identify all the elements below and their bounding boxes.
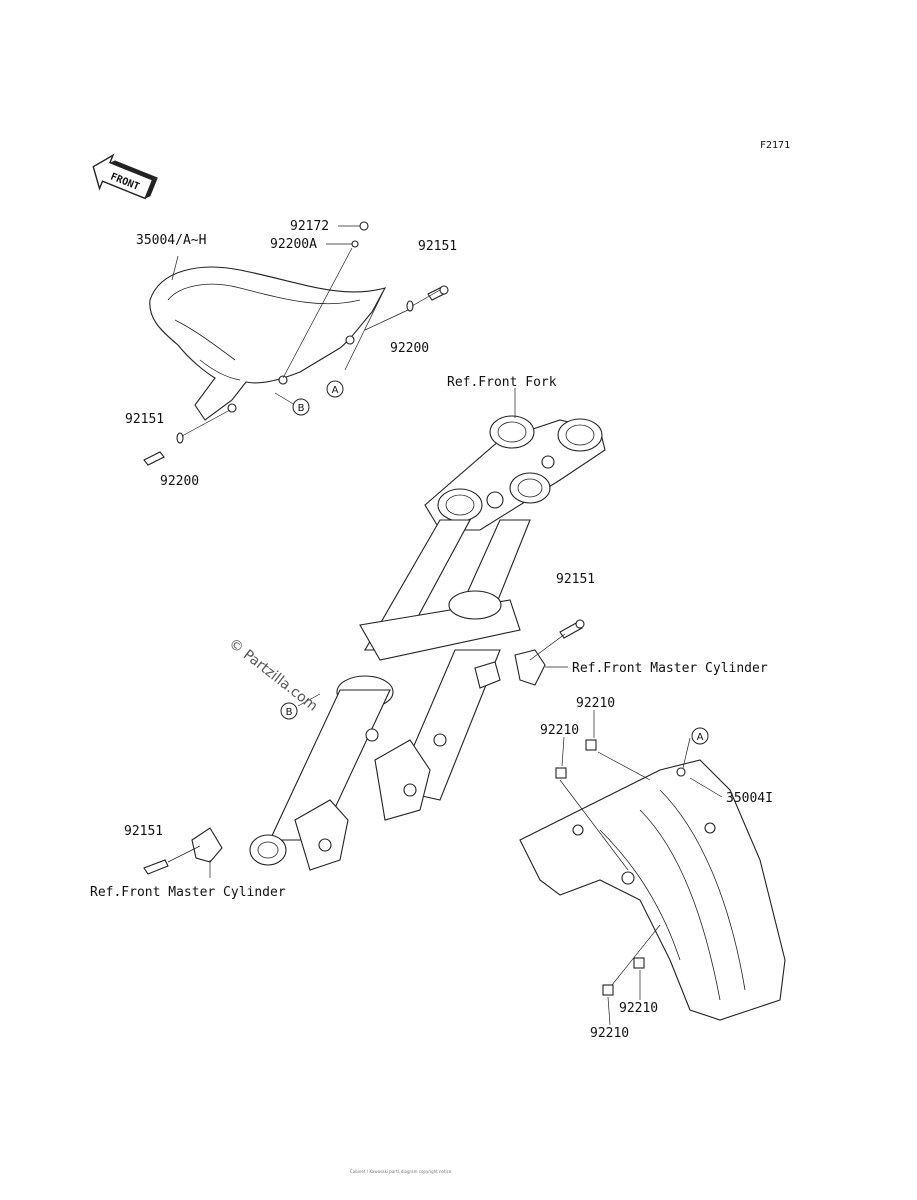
washer-92200-right [406, 300, 414, 312]
front-fender-lower [519, 759, 786, 1021]
clip-92210-c [633, 957, 645, 969]
diagram-code: F2171 [760, 140, 790, 151]
label-92151-mid: 92151 [556, 572, 595, 587]
label-92210-b: 92210 [540, 723, 579, 738]
callout-b-upper: B [292, 398, 310, 416]
clip-92210-a [585, 739, 597, 751]
master-cylinder-clamp-right [474, 649, 546, 689]
bolt-92151-top [427, 285, 449, 301]
callout-b-lower: B [280, 702, 298, 720]
clip-92210-b [555, 767, 567, 779]
bolt-92151-bottom [143, 859, 169, 875]
label-ref-master-cylinder-left: Ref.Front Master Cylinder [90, 885, 286, 900]
svg-text:A: A [332, 385, 339, 396]
label-ref-front-fork: Ref.Front Fork [447, 375, 557, 390]
footer-line-1: Cabinet / Kawasaki parts diagram copyrig… [350, 1169, 452, 1174]
master-cylinder-clamp-left [191, 827, 223, 863]
front-arrow-icon: FRONT [92, 153, 158, 200]
washer-92200A [351, 240, 359, 248]
svg-text:A: A [697, 732, 704, 743]
label-35004-a-h: 35004/A~H [136, 233, 206, 248]
label-35004i: 35004I [726, 791, 773, 806]
svg-text:B: B [298, 403, 305, 414]
bolt-92151-left [143, 451, 165, 466]
front-fender-upper [149, 266, 387, 421]
label-92210-a: 92210 [576, 696, 615, 711]
washer-92200-left [176, 432, 184, 444]
callout-a-upper: A [326, 380, 344, 398]
bolt-92172 [359, 221, 369, 231]
label-92172: 92172 [290, 219, 329, 234]
clip-92210-d [602, 984, 614, 996]
label-92151-bottom: 92151 [124, 824, 163, 839]
label-92210-c: 92210 [619, 1001, 658, 1016]
label-92151-left: 92151 [125, 412, 164, 427]
watermark: © Partzilla.com [226, 636, 321, 715]
label-ref-master-cylinder-right: Ref.Front Master Cylinder [572, 661, 768, 676]
front-fork-assembly [249, 415, 606, 871]
label-92200-right: 92200 [390, 341, 429, 356]
callout-a-lower: A [691, 727, 709, 745]
label-92151-top: 92151 [418, 239, 457, 254]
bolt-35004i [676, 767, 686, 777]
label-92210-d: 92210 [590, 1026, 629, 1041]
svg-text:B: B [286, 707, 293, 718]
label-92200-left: 92200 [160, 474, 199, 489]
label-92200a: 92200A [270, 237, 317, 252]
